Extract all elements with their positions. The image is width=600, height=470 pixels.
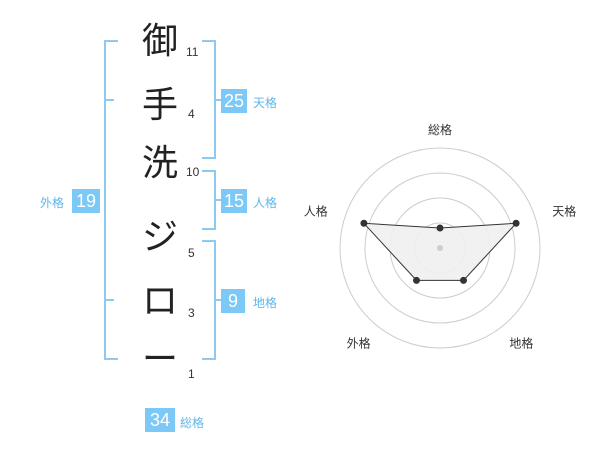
gaikaku-label: 外格 <box>40 196 65 210</box>
radar-point-5 <box>360 219 368 227</box>
jinkaku-value-badge: 15 <box>221 189 247 213</box>
stroke-count-6: 1 <box>188 367 195 381</box>
stroke-count-3: 10 <box>186 165 200 179</box>
tenkaku-bracket-tick <box>216 99 222 101</box>
chikaku-bracket <box>202 240 216 360</box>
jinkaku-bracket <box>202 170 216 230</box>
jinkaku-bracket-tick <box>216 199 222 201</box>
name-char-1: 御 <box>141 21 178 62</box>
chikaku-label: 地格 <box>253 296 278 310</box>
radar-point-3 <box>460 276 468 284</box>
tenkaku-bracket <box>202 40 216 159</box>
radar-point-4 <box>412 276 420 284</box>
radar-point-2 <box>512 219 520 227</box>
name-char-6: ー <box>141 339 178 380</box>
gaikaku-bracket-tick-lower <box>104 299 114 301</box>
jinkaku-label: 人格 <box>253 196 278 210</box>
gaikaku-value-badge: 19 <box>72 189 100 213</box>
chikaku-value-badge: 9 <box>221 289 245 313</box>
tenkaku-value-badge: 25 <box>221 89 247 113</box>
radar-grid-ring <box>364 172 516 324</box>
stroke-count-1: 11 <box>186 45 199 59</box>
tenkaku-label: 天格 <box>253 96 278 110</box>
stroke-count-5: 3 <box>188 306 195 320</box>
stroke-count-4: 5 <box>188 246 195 260</box>
radar-axis-label-3: 地格 <box>509 336 533 351</box>
gaikaku-bracket-tick-upper <box>104 99 114 101</box>
stroke-count-2: 4 <box>188 107 195 121</box>
radar-axis-label-1: 総格 <box>428 122 452 137</box>
radar-point-1 <box>436 224 444 232</box>
name-char-4: ジ <box>141 217 178 258</box>
radar-axis-label-2: 天格 <box>552 204 576 219</box>
soukaku-label: 総格 <box>180 416 205 430</box>
radar-center-dot <box>437 245 443 251</box>
radar-axis-label-4: 外格 <box>347 336 371 351</box>
name-char-3: 洗 <box>141 143 178 184</box>
soukaku-value-badge: 34 <box>145 408 175 432</box>
name-char-2: 手 <box>141 85 178 126</box>
radar-grid-ring <box>339 147 541 349</box>
gaikaku-bracket <box>104 40 118 360</box>
radar-axis-label-5: 人格 <box>304 204 328 219</box>
radar-data-area <box>362 222 518 281</box>
name-char-5: ロ <box>141 281 178 322</box>
chikaku-bracket-tick <box>216 299 222 301</box>
